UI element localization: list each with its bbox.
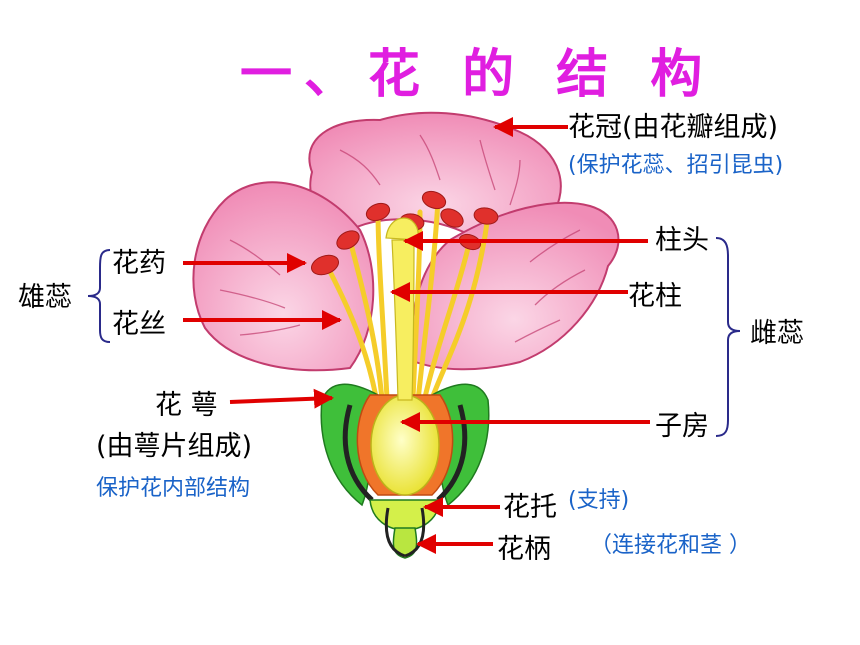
label-pedicel-function: （连接花和茎 ） <box>590 533 751 558</box>
label-corolla-function: (保护花蕊、招引昆虫) <box>568 153 784 178</box>
label-receptacle: 花托 <box>503 492 557 523</box>
label-ovary: 子房 <box>655 411 709 442</box>
bracket-pistil <box>715 237 741 437</box>
pedicel <box>369 499 441 559</box>
label-calyx-composition: (由萼片组成) <box>96 431 253 462</box>
label-calyx-function: 保护花内部结构 <box>96 476 251 501</box>
arrow-calyx <box>229 388 334 409</box>
label-calyx: 花 萼 <box>155 390 218 421</box>
label-pistil: 雌蕊 <box>750 318 804 349</box>
label-stigma: 柱头 <box>655 225 709 256</box>
label-filament: 花丝 <box>112 309 166 340</box>
brackets <box>87 237 741 437</box>
bracket-stamen <box>87 249 111 343</box>
label-style: 花柱 <box>628 281 682 312</box>
label-corolla: 花冠(由花瓣组成) <box>568 112 779 143</box>
ovary <box>356 394 454 496</box>
label-receptacle-function: (支持) <box>568 488 630 513</box>
label-anther: 花药 <box>112 248 166 279</box>
label-pedicel: 花柄 <box>497 534 551 565</box>
pointer-arrows <box>183 117 650 554</box>
label-stamen: 雄蕊 <box>18 282 72 313</box>
page-title: 一、花 的 结 构 <box>240 45 715 105</box>
